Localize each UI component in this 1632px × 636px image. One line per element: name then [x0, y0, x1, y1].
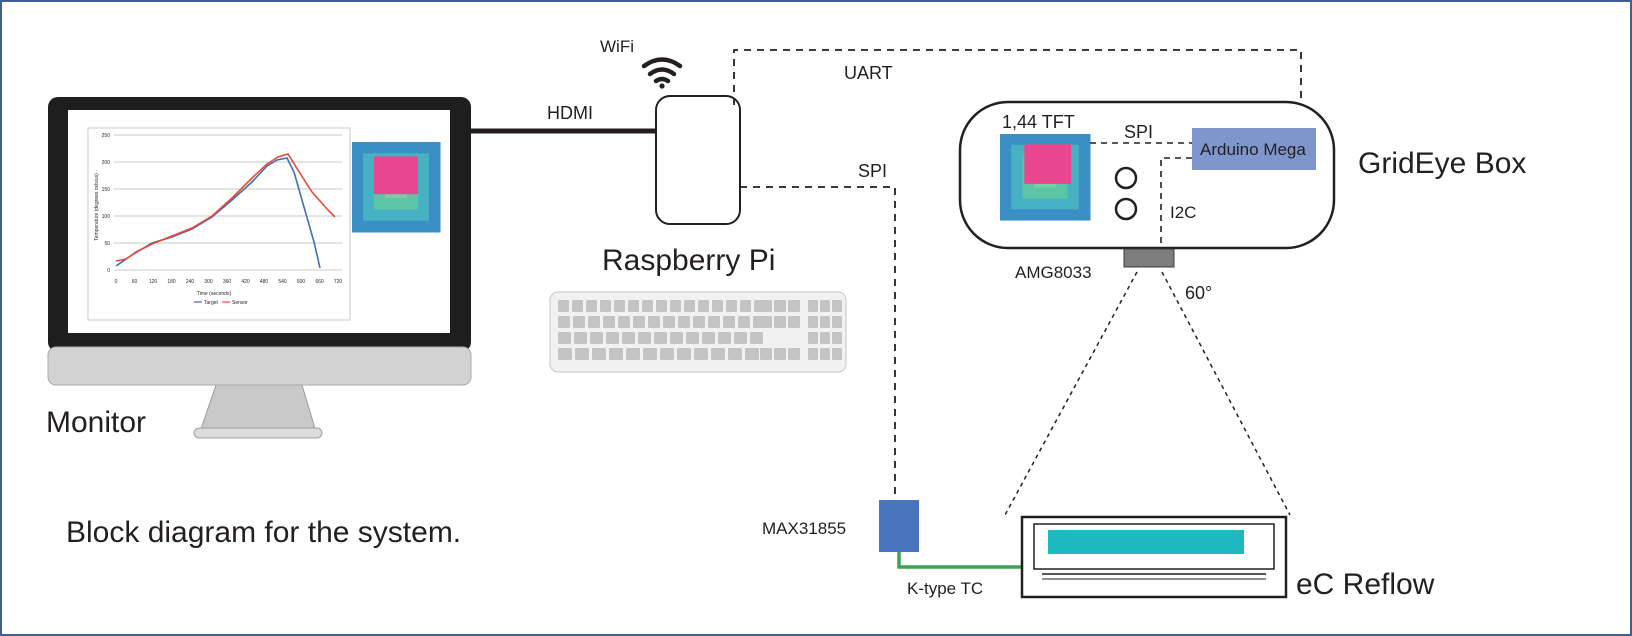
monitor-label: Monitor — [46, 406, 146, 439]
button-1 — [1114, 166, 1138, 190]
amg8033-label: AMG8033 — [1015, 263, 1092, 282]
uart-label: UART — [844, 63, 893, 83]
screen-xtick: 600 — [297, 279, 306, 285]
keyboard-icon — [549, 291, 847, 373]
tft-display — [1000, 134, 1091, 221]
screen-ytick: 150 — [102, 187, 111, 193]
wifi-icon — [641, 57, 683, 89]
screen-ytick: 0 — [107, 268, 110, 274]
raspberry-pi-box — [655, 95, 741, 225]
thermocouple-wire — [897, 552, 1027, 569]
screen-xtick: 240 — [186, 279, 195, 285]
button-2 — [1114, 197, 1138, 221]
screen-xtick: 360 — [223, 279, 232, 285]
screen-xtick: 660 — [315, 279, 324, 285]
screen-chart-ticks: 0 50 100 150 200 250 0 60 120 180 240 300 360 420 480 5… — [102, 133, 343, 285]
screen-chart-legend: Target Sensor — [194, 300, 248, 306]
angle-label: 60° — [1185, 283, 1212, 303]
raspberry-pi-label: Raspberry Pi — [602, 244, 775, 277]
screen-chart-xlabel: Time (seconds) — [197, 291, 232, 297]
screen-xtick: 60 — [132, 279, 138, 285]
spi-label-box: SPI — [1124, 122, 1153, 142]
reflow-heater-bar — [1048, 530, 1244, 554]
tft-label: 1,44 TFT — [1002, 112, 1075, 132]
screen-xtick: 120 — [149, 279, 158, 285]
screen-ytick: 50 — [104, 241, 110, 247]
ktype-label: K-type TC — [907, 579, 983, 598]
screen-xtick: 540 — [278, 279, 287, 285]
reflow-label: eC Reflow — [1296, 568, 1435, 601]
fov-line-right — [1161, 271, 1291, 516]
screen-chart-ylabel: Temperature (degrees celsius) — [94, 173, 100, 241]
max31855-block — [879, 500, 919, 552]
screen-legend-target: Target — [204, 300, 219, 306]
diagram-caption: Block diagram for the system. — [66, 516, 461, 549]
screen-ytick: 200 — [102, 160, 111, 166]
screen-xtick: 300 — [204, 279, 213, 285]
uart-line — [733, 49, 1302, 128]
monitor-stand-base — [193, 427, 323, 439]
screen-ytick: 250 — [102, 133, 111, 139]
arduino-mega-label: Arduino Mega — [1200, 140, 1306, 159]
grideye-label: GridEye Box — [1358, 147, 1526, 180]
screen-legend-sensor: Sensor — [232, 300, 248, 306]
arduino-mega-block — [1192, 128, 1316, 170]
screen-xtick: 480 — [260, 279, 269, 285]
fov-line-left — [1004, 271, 1138, 516]
i2c-line — [1160, 157, 1192, 248]
screen-ytick: 100 — [102, 214, 111, 220]
wifi-label: WiFi — [600, 37, 634, 56]
screen-xtick: 180 — [167, 279, 176, 285]
screen-heatmap — [352, 142, 441, 233]
screen-xtick: 420 — [241, 279, 250, 285]
monitor-chin — [47, 346, 472, 386]
screen-xtick: 720 — [334, 279, 343, 285]
monitor-stand — [199, 384, 317, 433]
i2c-label: I2C — [1170, 203, 1196, 222]
max31855-label: MAX31855 — [762, 519, 846, 538]
screen-chart-frame — [87, 127, 351, 321]
spi-label-pi: SPI — [858, 161, 887, 181]
screen-sensor-series — [115, 153, 336, 262]
amg8033-sensor — [1123, 248, 1175, 268]
screen-xtick: 0 — [115, 279, 118, 285]
hdmi-label: HDMI — [547, 103, 593, 123]
monitor: 0 50 100 150 200 250 0 60 120 180 240 300 360 420 480 5… — [47, 97, 472, 439]
